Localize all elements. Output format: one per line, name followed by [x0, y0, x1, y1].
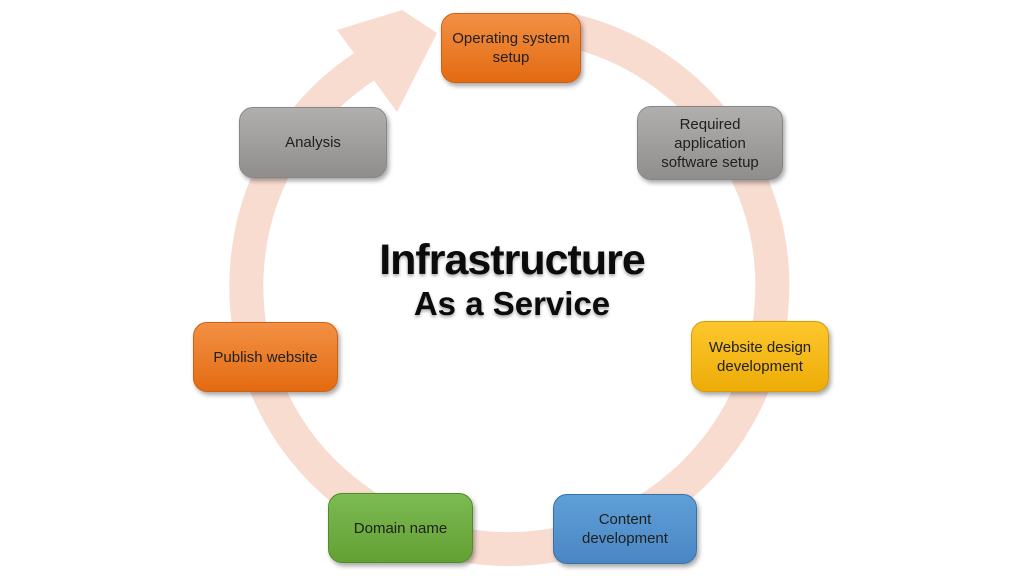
node-website-design-development: Website design development	[691, 321, 829, 392]
diagram-title: Infrastructure As a Service	[0, 236, 1024, 324]
node-label: Content development	[582, 511, 668, 547]
node-operating-system-setup: Operating system setup	[441, 13, 581, 83]
node-publish-website: Publish website	[193, 322, 338, 392]
node-domain-name: Domain name	[328, 493, 473, 563]
node-analysis: Analysis	[239, 107, 387, 178]
node-label: Publish website	[213, 348, 318, 366]
cycle-arrow-head	[337, 10, 437, 112]
node-label: Domain name	[353, 519, 448, 537]
node-required-application-software-setup: Required application software setup	[637, 106, 783, 180]
node-content-development: Content development	[553, 494, 697, 564]
node-label: Required application software setup	[661, 115, 759, 171]
node-label: Operating system setup	[452, 30, 570, 66]
node-label: Website design development	[708, 338, 812, 375]
node-label: Analysis	[285, 134, 341, 151]
title-line-2: As a Service	[413, 285, 611, 322]
title-line-1: Infrastructure	[379, 236, 646, 284]
